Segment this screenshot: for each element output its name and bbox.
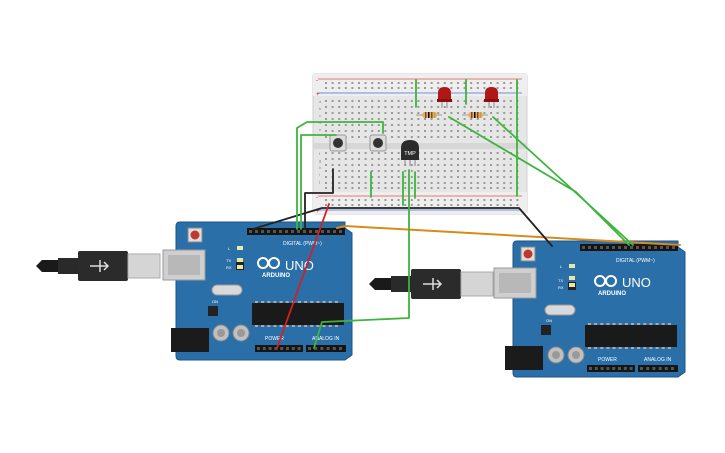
resistor-1[interactable] bbox=[416, 112, 442, 118]
usb-cable-left[interactable] bbox=[36, 251, 161, 281]
rx-label-right: RX bbox=[558, 285, 564, 290]
power-label-right: POWER bbox=[598, 357, 617, 363]
on-label-right: ON bbox=[546, 318, 552, 323]
rail-plus-label: + bbox=[316, 92, 320, 98]
breadboard-row-label: h bbox=[319, 165, 321, 170]
analog-label-right: ANALOG IN bbox=[644, 357, 672, 363]
arduino-uno-right[interactable]: ARDUINO UNO DIGITAL (PWM~) POWER ANALOG … bbox=[493, 240, 686, 378]
led-1[interactable] bbox=[437, 87, 452, 108]
breadboard-row-label: i bbox=[319, 172, 320, 177]
push-button-2[interactable] bbox=[369, 134, 387, 152]
breadboard-row-label: c bbox=[319, 113, 321, 118]
l-label-right: L bbox=[560, 264, 563, 269]
wire-orange[interactable] bbox=[336, 225, 681, 246]
breadboard-row-label: a bbox=[319, 99, 322, 104]
arduino-model-right: UNO bbox=[622, 275, 651, 290]
wire-green-1[interactable] bbox=[296, 121, 384, 230]
arduino-uno-left[interactable]: ARDUINO UNO DIGITAL (PWM~) POWER ANALOG … bbox=[162, 221, 353, 361]
arduino-brand-left: ARDUINO bbox=[262, 273, 290, 279]
resistor-2[interactable] bbox=[462, 112, 488, 118]
rail-minus-label-bottom: - bbox=[316, 195, 318, 201]
digital-label-right: DIGITAL (PWM~) bbox=[616, 258, 655, 264]
sensor-label: TMP bbox=[404, 151, 416, 157]
analog-label-left: ANALOG IN bbox=[312, 336, 340, 342]
push-button-1[interactable] bbox=[329, 134, 347, 152]
breadboard-row-label: e bbox=[319, 127, 322, 132]
wire-black-gnd-left[interactable] bbox=[252, 207, 553, 247]
wire-black-button[interactable] bbox=[304, 168, 334, 230]
tx-label-right: TX bbox=[558, 278, 563, 283]
wire-green-2[interactable] bbox=[300, 134, 337, 230]
wire-green-sensor[interactable] bbox=[313, 169, 410, 349]
rail-minus-label: - bbox=[316, 78, 318, 84]
usb-cable-right[interactable] bbox=[369, 269, 494, 299]
arduino-logo-right bbox=[594, 275, 617, 287]
power-label-left: POWER bbox=[265, 336, 284, 342]
breadboard-row-label: f bbox=[319, 151, 321, 156]
arduino-model-left: UNO bbox=[285, 258, 314, 273]
wire-red-5v[interactable] bbox=[276, 203, 330, 349]
digital-label-left: DIGITAL (PWM~) bbox=[283, 241, 322, 247]
arduino-brand-right: ARDUINO bbox=[598, 291, 626, 297]
breadboard-row-label: b bbox=[319, 106, 322, 111]
on-label-left: ON bbox=[212, 299, 218, 304]
rx-label-left: RX bbox=[226, 265, 232, 270]
led-2[interactable] bbox=[484, 87, 499, 108]
arduino-logo-left bbox=[257, 257, 280, 269]
breadboard-row-label: j bbox=[318, 179, 320, 184]
l-label-left: L bbox=[228, 246, 231, 251]
temperature-sensor[interactable]: TMP bbox=[401, 140, 419, 166]
rail-plus-label-bottom: + bbox=[316, 209, 320, 215]
tx-label-left: TX bbox=[226, 258, 231, 263]
breadboard-row-label: g bbox=[319, 158, 321, 163]
